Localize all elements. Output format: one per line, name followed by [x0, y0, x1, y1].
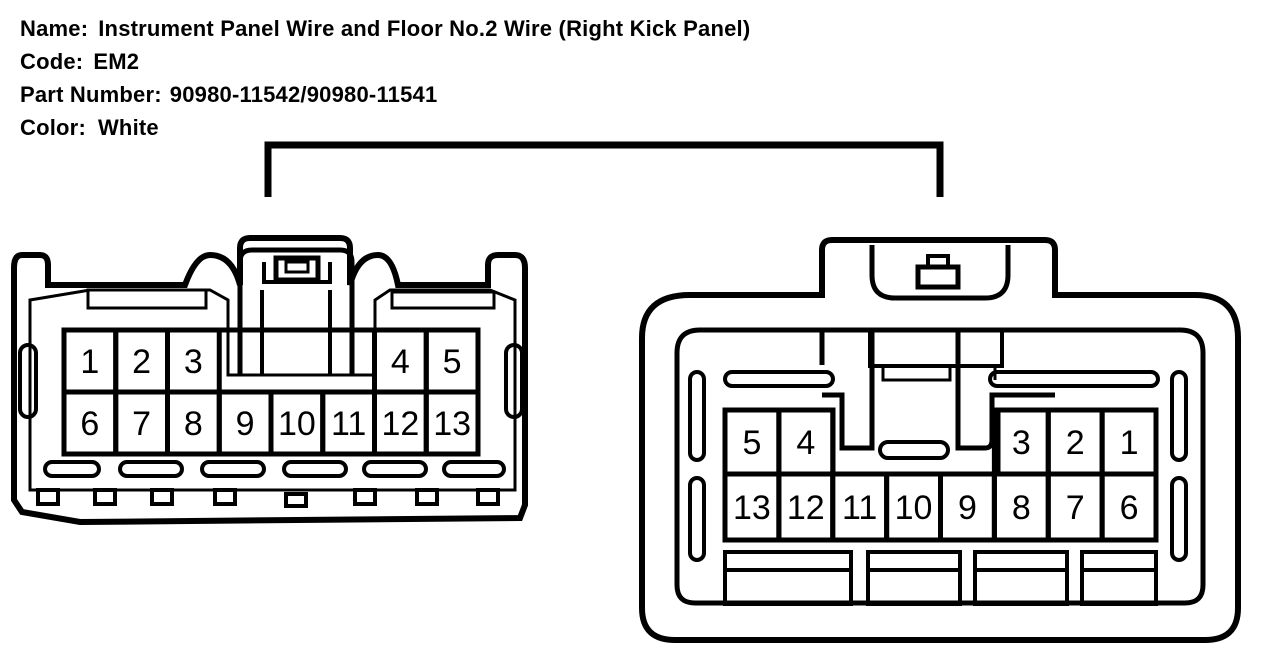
right-pin-number-4: 4	[796, 424, 815, 462]
left-pin-number-2: 2	[132, 343, 151, 381]
code-label: Code:	[20, 49, 84, 74]
left-pin-number-5: 5	[443, 343, 462, 381]
left-pin-number-11: 11	[331, 405, 366, 443]
right-pin-cell-6	[1099, 471, 1159, 543]
left-pin-number-4: 4	[391, 343, 410, 381]
color-line: Color: White	[20, 115, 159, 141]
right-connector	[639, 237, 1241, 643]
left-pin-number-12: 12	[381, 405, 419, 443]
name-line: Name: Instrument Panel Wire and Floor No.…	[20, 16, 750, 42]
right-pin-number-7: 7	[1066, 489, 1085, 527]
right-pin-number-10: 10	[895, 489, 933, 527]
left-pin-number-3: 3	[184, 343, 203, 381]
part-number-label: Part Number:	[20, 82, 162, 107]
mating-bracket	[264, 141, 944, 197]
right-pin-number-9: 9	[958, 489, 977, 527]
right-pin-number-11: 11	[842, 489, 877, 527]
name-label: Name:	[20, 16, 89, 41]
left-pin-number-10: 10	[278, 405, 316, 443]
left-pin-cell-13	[423, 389, 481, 457]
color-value: White	[97, 115, 159, 140]
code-line: Code: EM2	[20, 49, 139, 75]
code-value: EM2	[93, 49, 140, 74]
left-pin-number-13: 13	[433, 405, 471, 443]
right-pin-number-12: 12	[787, 489, 825, 527]
right-pin-number-6: 6	[1120, 489, 1139, 527]
left-pin-number-8: 8	[184, 405, 203, 443]
left-pin-number-7: 7	[132, 405, 151, 443]
left-pin-number-6: 6	[80, 405, 99, 443]
left-pin-number-1: 1	[80, 343, 99, 381]
name-value: Instrument Panel Wire and Floor No.2 Wir…	[98, 16, 751, 41]
color-label: Color:	[20, 115, 86, 140]
right-pin-number-3: 3	[1012, 424, 1031, 462]
right-pin-number-5: 5	[742, 424, 761, 462]
left-pin-number-9: 9	[236, 405, 255, 443]
right-pin-number-1: 1	[1120, 424, 1139, 462]
right-pin-number-2: 2	[1066, 424, 1085, 462]
right-pin-number-8: 8	[1012, 489, 1031, 527]
part-number-line: Part Number: 90980-11542/90980-11541	[20, 82, 437, 108]
part-number-value: 90980-11542/90980-11541	[169, 82, 438, 107]
right-pin-number-13: 13	[733, 489, 771, 527]
